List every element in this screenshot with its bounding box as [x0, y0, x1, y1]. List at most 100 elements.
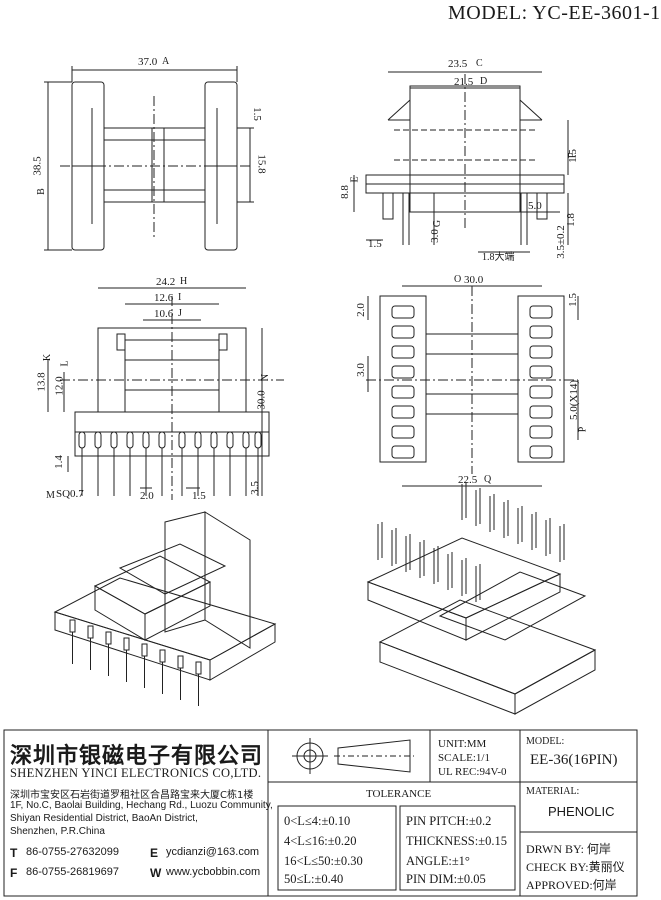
pin-slot [94, 431, 102, 449]
pin-pad [391, 405, 415, 419]
pin-pad [529, 305, 553, 319]
dim-1-5-b: 1.5 [368, 238, 382, 250]
email-value[interactable]: ycdianzi@163.com [166, 846, 260, 858]
company-name-en: SHENZHEN YINCI ELECTRONICS CO,LTD. [10, 766, 262, 780]
dim-label-A: A [162, 56, 170, 67]
dim-3-0: 3.0 [428, 229, 441, 243]
pin-slot [242, 431, 250, 449]
isometric-view-1-pins [69, 619, 202, 706]
pin-pad [391, 365, 415, 379]
dim-15-8: 15.8 [255, 154, 268, 174]
pin-post [159, 649, 166, 663]
side-view-1 [44, 66, 254, 251]
dim-label-K: K [42, 353, 54, 362]
isometric-view-2-pins [377, 482, 565, 602]
pin-pad [391, 305, 415, 319]
pin-pad [529, 405, 553, 419]
dim-label-D: D [480, 76, 488, 87]
material-value: PHENOLIC [548, 804, 615, 819]
dim-label-M: M [46, 490, 55, 501]
technical-drawing [3, 66, 638, 897]
dim-12-6: 12.6 [154, 292, 174, 304]
pin-pad [529, 445, 553, 459]
address-en-3: Shenzhen, P.R.China [10, 826, 105, 837]
dim-label-C: C [476, 58, 483, 69]
pin-post [123, 637, 130, 651]
front-view-2 [353, 71, 569, 253]
pin-post [195, 661, 202, 675]
projection-symbol-icon [292, 738, 414, 774]
fax-value: 86-0755-26819697 [26, 866, 119, 878]
dim-10-6: 10.6 [154, 308, 174, 320]
email-label: E [150, 846, 159, 860]
front-view-3 [47, 287, 284, 500]
dim-label-P: P [577, 426, 589, 433]
pin-pad [391, 325, 415, 339]
front-view-3-pins [78, 431, 262, 496]
pin-slot [254, 431, 262, 449]
dim-8-8: 8.8 [338, 185, 351, 199]
dim-label-E: E [349, 176, 361, 183]
pin-row-1: PIN PITCH:±0.2 [406, 814, 492, 828]
fax-label: F [10, 866, 18, 880]
pin-pad [529, 345, 553, 359]
dim-22-5: 22.5 [458, 474, 478, 486]
web-value[interactable]: www.ycbobbin.com [166, 866, 261, 878]
pin-row-4: PIN DIM:±0.05 [406, 872, 486, 886]
dim-1-5-d: 1.5 [566, 293, 579, 307]
model-label: MODEL: YC-EE-3601-1 [448, 2, 661, 24]
dim-1-5: 1.5 [250, 107, 263, 121]
model-value: EE-36(16PIN) [530, 752, 618, 768]
material-title: MATERIAL: [526, 786, 580, 797]
scale-spec: SCALE:1/1 [438, 752, 490, 764]
address-en-1: 1F, No.C, Baolai Building, Hechang Rd., … [10, 800, 273, 811]
tol-row-1: 0<L≤4:±0.10 [284, 814, 351, 828]
dim-label-L: L [59, 360, 71, 367]
dim-2-0-b: 2.0 [354, 303, 367, 317]
tolerance-title: TOLERANCE [366, 788, 432, 800]
check-by: CHECK BY:黄丽仪 [526, 860, 625, 874]
pin-slot [142, 431, 150, 449]
pin-pad [391, 425, 415, 439]
pin-pad [391, 385, 415, 399]
pin-post [141, 643, 148, 657]
pin-slot [194, 431, 202, 449]
tel-label: T [10, 846, 18, 860]
pin-pad [391, 345, 415, 359]
pin-post [105, 631, 112, 645]
tol-row-4: 50≤L:±0.40 [284, 872, 344, 886]
dim-30-0: 30.0 [464, 274, 484, 286]
bottom-view-4-pads [391, 305, 553, 459]
title-block-frame [3, 729, 638, 897]
pin-slot [178, 431, 186, 449]
dim-1-4: 1.4 [52, 455, 65, 469]
ul-spec: UL REC:94V-0 [438, 766, 507, 778]
dim-21-5: 21.5 [454, 76, 474, 88]
dim-23-5: 23.5 [448, 58, 468, 70]
dim-label-N: N [260, 373, 272, 382]
dim-label-F: F [567, 152, 579, 159]
approved-by: APPROVED:何岸 [526, 878, 617, 892]
tel-value: 86-0755-27632099 [26, 846, 119, 858]
pin-pad [529, 425, 553, 439]
dim-3-0-b: 3.0 [354, 363, 367, 377]
dim-13-8: 13.8 [35, 372, 48, 392]
pin-post [177, 655, 184, 669]
address-cn: 深圳市宝安区石岩街道罗租社区合昌路宝来大厦C栋1楼 [10, 790, 254, 801]
pin-pad [529, 325, 553, 339]
pin-post [87, 625, 94, 639]
dim-label-Q: Q [484, 474, 492, 485]
dim-5-0-x14: 5.0(X14) [568, 379, 581, 421]
dim-37: 37.0 [138, 56, 158, 68]
dim-label-J: J [178, 308, 182, 319]
pin-slot [78, 431, 86, 449]
company-name-cn: 深圳市银磁电子有限公司 [10, 744, 264, 769]
tol-row-3: 16<L≤50:±0.30 [284, 854, 363, 868]
pin-slot [210, 431, 218, 449]
pin-slot [158, 431, 166, 449]
dim-3-5: 3.5 [248, 481, 261, 495]
pin-pad [529, 365, 553, 379]
dim-24-2: 24.2 [156, 276, 176, 288]
bottom-view-4 [366, 285, 579, 487]
dim-label-I: I [178, 292, 182, 303]
